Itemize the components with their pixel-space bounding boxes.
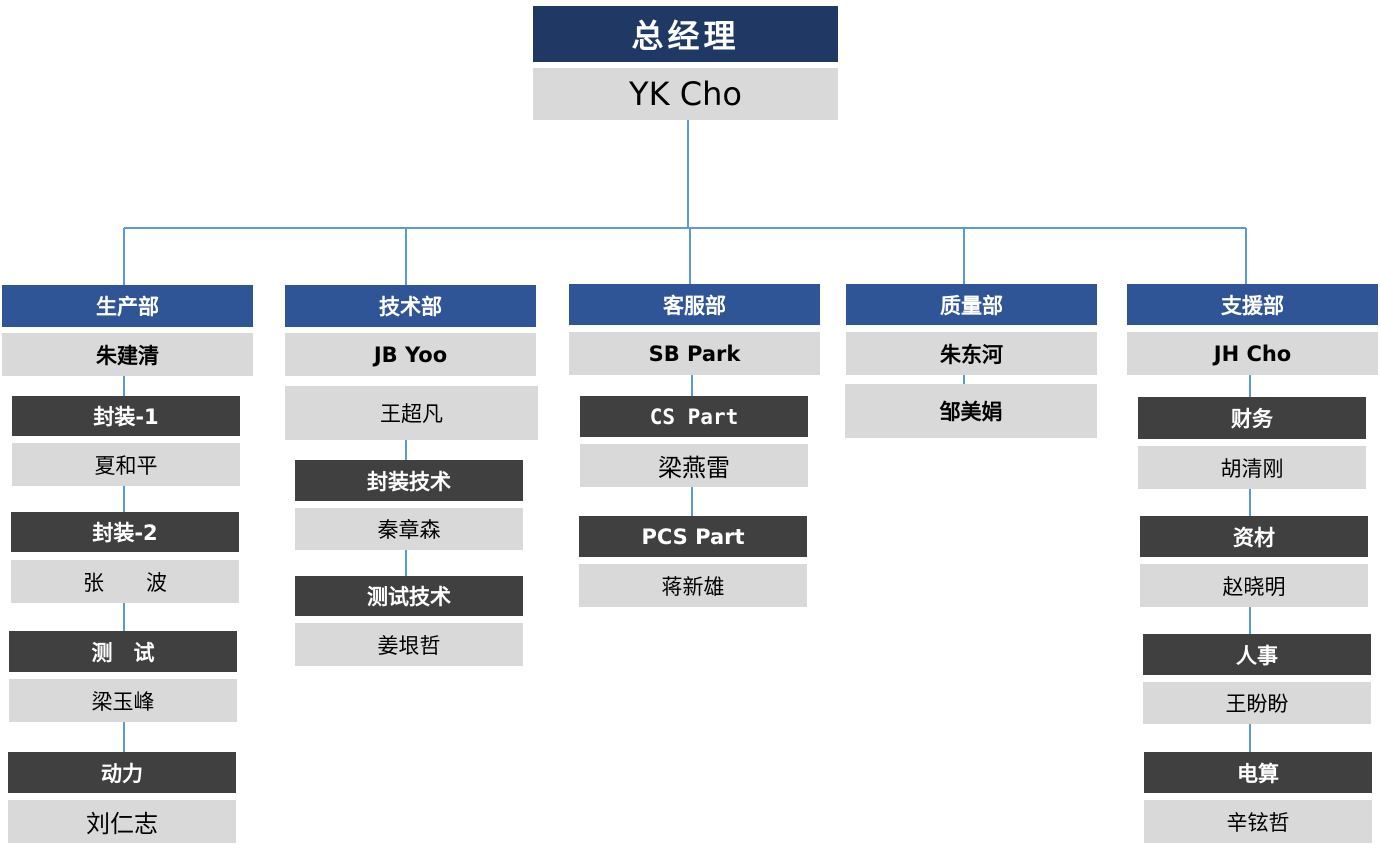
unit-cs-2-person: 蒋新雄 <box>579 564 807 607</box>
unit-production-1-person: 夏和平 <box>12 443 240 486</box>
unit-production-2-title: 封装-2 <box>11 512 239 552</box>
ceo-name: YK Cho <box>533 68 838 120</box>
dept-tech-deputy: 王超凡 <box>285 386 538 440</box>
unit-production-2-person: 张 波 <box>11 560 239 603</box>
dept-quality-head: 朱东河 <box>846 332 1097 375</box>
dept-production-head: 朱建清 <box>2 333 253 376</box>
unit-production-3-person: 梁玉峰 <box>9 679 237 722</box>
dept-cs-head: SB Park <box>569 332 820 375</box>
dept-production-header: 生产部 <box>2 285 253 327</box>
unit-production-4-title: 动力 <box>8 752 236 793</box>
unit-production-1-title: 封装-1 <box>12 396 240 436</box>
dept-support-head: JH Cho <box>1127 332 1378 375</box>
unit-cs-1-title: CS Part <box>580 396 808 437</box>
unit-support-1-person: 胡清刚 <box>1138 446 1366 489</box>
unit-tech-2-person: 姜垠哲 <box>295 623 523 666</box>
dept-tech-head: JB Yoo <box>285 333 536 376</box>
dept-quality-header: 质量部 <box>846 284 1097 325</box>
unit-tech-1-person: 秦章森 <box>295 508 523 550</box>
unit-tech-1-title: 封装技术 <box>295 460 523 501</box>
unit-support-2-person: 赵晓明 <box>1140 564 1368 607</box>
unit-support-2-title: 资材 <box>1140 516 1368 557</box>
dept-cs-header: 客服部 <box>569 284 820 325</box>
unit-production-3-title: 测 试 <box>9 631 237 672</box>
dept-support-header: 支援部 <box>1127 284 1378 325</box>
unit-tech-2-title: 测试技术 <box>295 576 523 616</box>
dept-quality-deputy: 邹美娟 <box>845 384 1097 438</box>
unit-support-4-title: 电算 <box>1144 752 1372 793</box>
unit-support-4-person: 辛铉哲 <box>1144 800 1372 843</box>
unit-cs-1-person: 梁燕雷 <box>580 444 808 487</box>
unit-support-3-person: 王盼盼 <box>1143 682 1371 724</box>
dept-tech-header: 技术部 <box>285 285 536 327</box>
unit-support-3-title: 人事 <box>1143 634 1371 675</box>
unit-cs-2-title: PCS Part <box>579 516 807 557</box>
unit-production-4-person: 刘仁志 <box>8 800 236 843</box>
ceo-title: 总经理 <box>533 6 838 62</box>
unit-support-1-title: 财务 <box>1138 397 1366 439</box>
